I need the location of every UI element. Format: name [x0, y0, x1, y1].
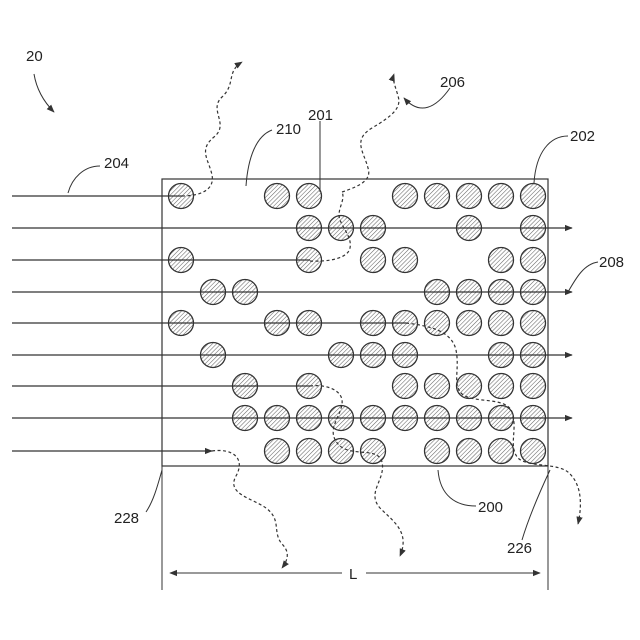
particle	[521, 439, 546, 464]
particle	[265, 439, 290, 464]
label-202: 202	[570, 128, 595, 145]
leader-200	[438, 470, 476, 506]
path-top-left	[182, 62, 242, 196]
particle	[425, 439, 450, 464]
label-228: 228	[114, 510, 139, 527]
figure-arrow	[34, 74, 54, 112]
particle	[265, 184, 290, 209]
particle	[425, 184, 450, 209]
particle	[457, 311, 482, 336]
particle	[457, 184, 482, 209]
particle	[297, 184, 322, 209]
particle	[393, 184, 418, 209]
label-226: 226	[507, 540, 532, 557]
particle	[489, 374, 514, 399]
particle	[393, 248, 418, 273]
label-210: 210	[276, 121, 301, 138]
leader-204	[68, 166, 100, 193]
particle	[489, 439, 514, 464]
leader-210	[246, 130, 272, 186]
label-208: 208	[599, 254, 624, 271]
label-200: 200	[478, 499, 503, 516]
particle	[489, 311, 514, 336]
particle	[425, 374, 450, 399]
particle	[489, 184, 514, 209]
label-204: 204	[104, 155, 129, 172]
path-228	[212, 450, 287, 568]
particle	[393, 374, 418, 399]
label-20: 20	[26, 48, 43, 65]
particle	[521, 248, 546, 273]
particle	[457, 374, 482, 399]
label-206: 206	[440, 74, 465, 91]
particle	[521, 311, 546, 336]
particle	[489, 248, 514, 273]
leader-226	[522, 470, 550, 540]
label-201: 201	[308, 107, 333, 124]
dimension-label: L	[349, 566, 357, 583]
particle	[457, 439, 482, 464]
arrow-208	[568, 262, 598, 292]
path-lower-middle	[310, 386, 403, 556]
particle	[425, 311, 450, 336]
particle	[361, 248, 386, 273]
particle	[329, 439, 354, 464]
particle	[297, 439, 322, 464]
particle	[521, 184, 546, 209]
arrow-206	[404, 88, 450, 108]
path-206	[342, 74, 399, 192]
leader-202	[534, 136, 568, 183]
particle	[521, 374, 546, 399]
leader-228	[146, 470, 162, 512]
